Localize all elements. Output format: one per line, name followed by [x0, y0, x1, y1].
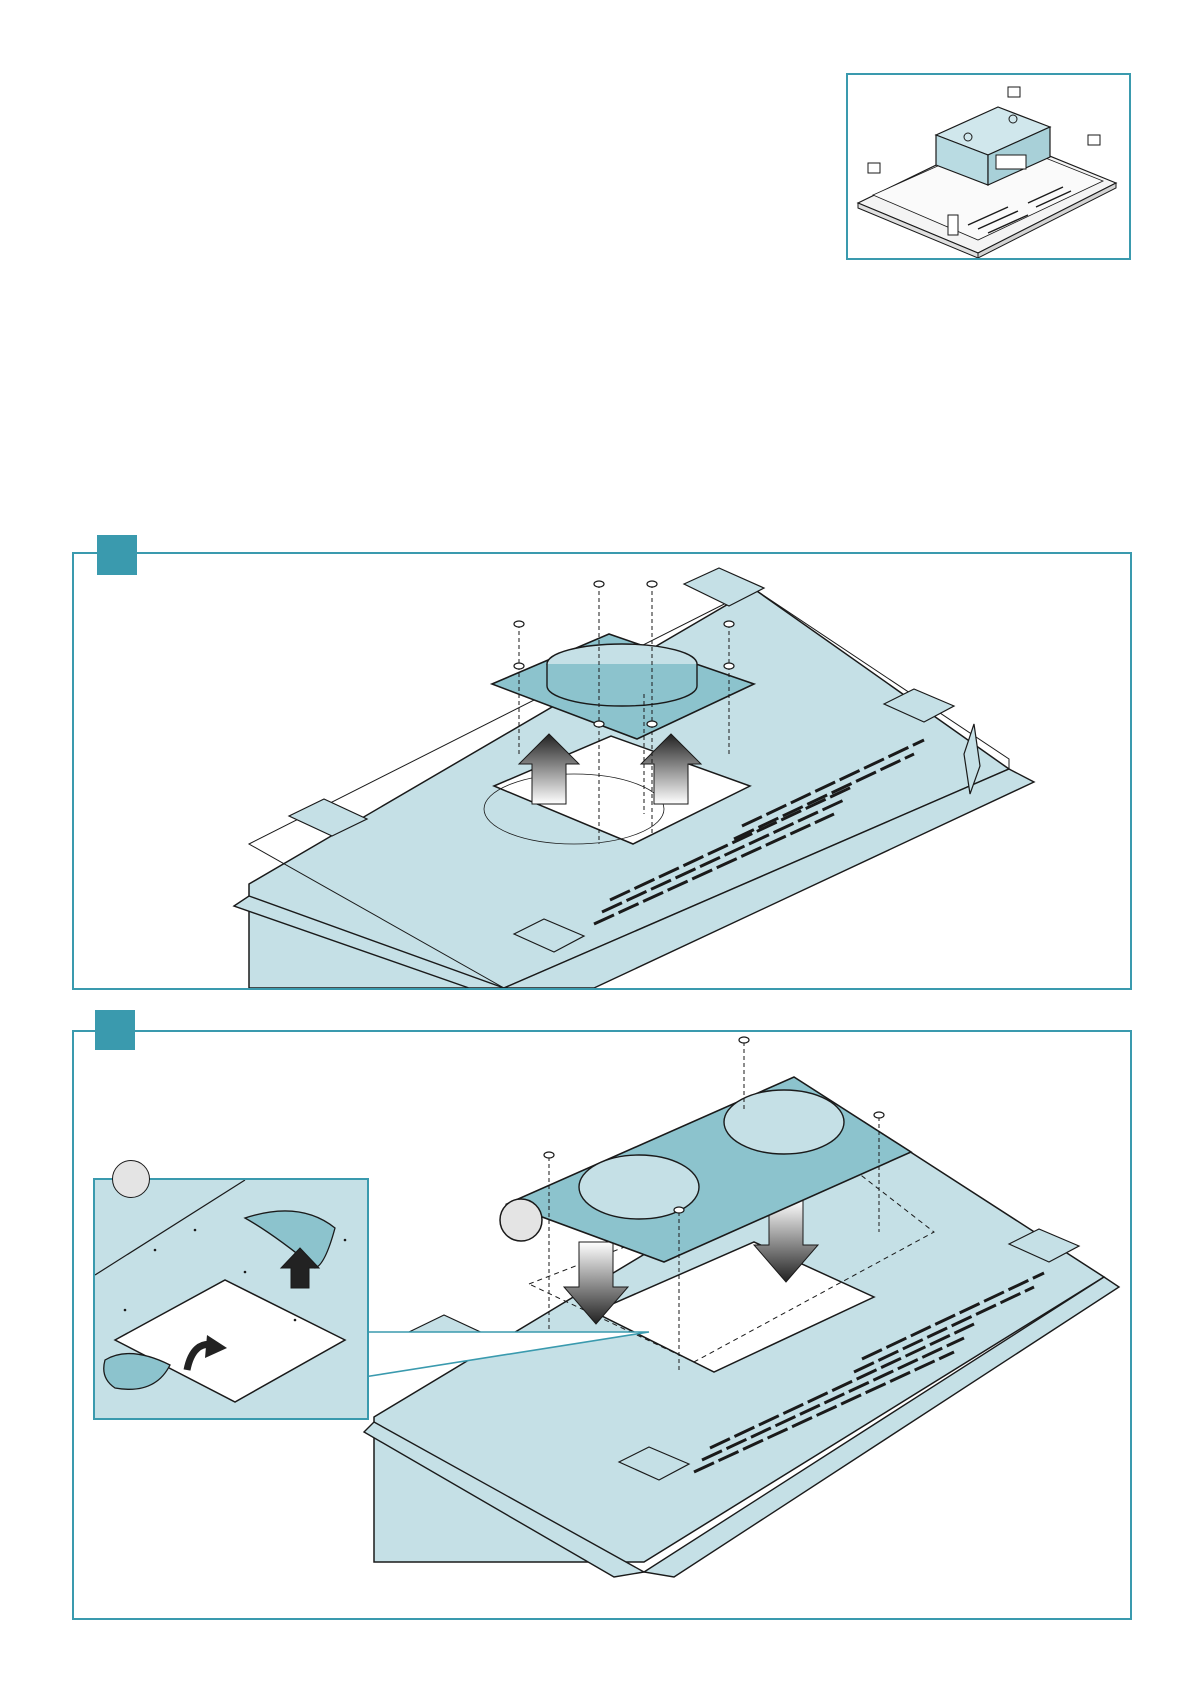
step-2-badge: [95, 1010, 135, 1050]
callout-marker: [500, 1199, 542, 1241]
callout-label-circle: [112, 1160, 150, 1198]
hob-with-filter-module-illustration: [848, 75, 1129, 258]
overview-frame: [846, 73, 1131, 260]
callout-detail-frame: [93, 1178, 369, 1420]
step-1-frame: [72, 552, 1132, 990]
remove-ring-plate-illustration: [74, 554, 1130, 988]
peel-protective-film-detail: [95, 1180, 367, 1418]
step-1-badge: [97, 535, 137, 575]
